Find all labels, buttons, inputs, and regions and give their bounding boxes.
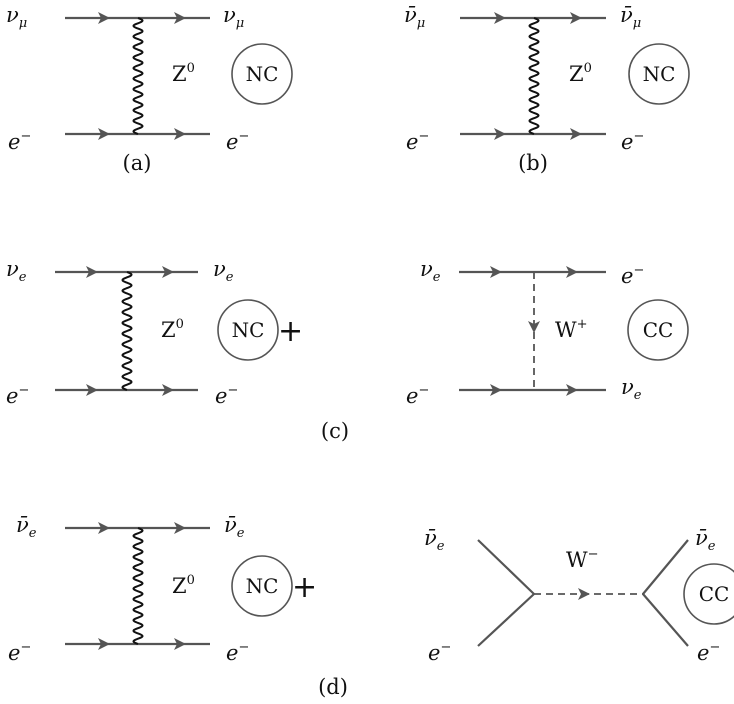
caption-b: (b) — [518, 151, 548, 175]
fermion-line — [477, 539, 535, 595]
cc-badge-label: CC — [643, 318, 674, 342]
arrow-icon — [162, 266, 174, 278]
arrow-icon — [162, 384, 174, 396]
caption-d: (d) — [318, 675, 348, 699]
label-incoming-nu-mu: νμ — [6, 3, 27, 31]
plus-sign: + — [292, 570, 317, 605]
label-outgoing-electron: e− — [621, 263, 644, 288]
arrow-icon — [174, 638, 186, 650]
nc-badge-label: NC — [246, 62, 279, 86]
label-incoming-electron: e− — [8, 129, 31, 154]
label-incoming-nubar-e: ν̄e — [16, 513, 37, 541]
arrow-icon — [494, 12, 506, 24]
label-outgoing-nubar-e: ν̄e — [224, 513, 245, 541]
cc-badge — [683, 563, 734, 625]
cc-badge — [627, 299, 689, 361]
arrow-icon — [86, 266, 98, 278]
label-incoming-nubar-mu: ν̄μ — [404, 3, 425, 31]
fermion-line — [477, 593, 535, 647]
label-outgoing-electron: e− — [226, 129, 249, 154]
arrow-icon — [566, 384, 578, 396]
label-incoming-electron: e− — [428, 640, 451, 665]
label-outgoing-electron: e− — [226, 640, 249, 665]
arrow-icon — [490, 384, 502, 396]
diagram-d-nc: ν̄e ν̄e e− e− Z0 NC + — [8, 513, 317, 665]
nc-badge — [231, 43, 293, 105]
nc-badge — [231, 555, 293, 617]
arrow-icon — [98, 638, 110, 650]
label-outgoing-nu-mu: νμ — [223, 3, 244, 31]
caption-c: (c) — [321, 419, 349, 443]
label-w-minus: W− — [566, 547, 599, 572]
arrow-right-icon — [578, 588, 590, 600]
arrow-icon — [570, 128, 582, 140]
label-incoming-electron: e− — [406, 383, 429, 408]
arrow-icon — [570, 12, 582, 24]
label-outgoing-electron: e− — [215, 383, 238, 408]
arrow-icon — [174, 522, 186, 534]
arrow-icon — [98, 12, 110, 24]
diagram-b: ν̄μ ν̄μ e− e− Z0 NC (b) — [404, 3, 690, 175]
label-incoming-nu-e: νe — [6, 257, 27, 285]
label-outgoing-nubar-e: ν̄e — [695, 526, 716, 554]
plus-sign: + — [278, 314, 303, 349]
fermion-line — [642, 593, 689, 647]
z-boson-propagator — [121, 271, 133, 391]
nc-badge-label: NC — [232, 318, 265, 342]
nc-badge-label: NC — [643, 62, 676, 86]
caption-a: (a) — [123, 151, 152, 175]
z-boson-propagator — [132, 527, 144, 645]
label-incoming-electron: e− — [406, 129, 429, 154]
label-outgoing-nu-e: νe — [213, 257, 234, 285]
arrow-icon — [490, 266, 502, 278]
label-z0: Z0 — [172, 573, 195, 598]
diagram-d-cc: ν̄e e− ν̄e e− W− CC (d) — [318, 526, 734, 699]
label-outgoing-nu-e: νe — [621, 375, 642, 403]
arrow-icon — [98, 128, 110, 140]
label-incoming-nubar-e: ν̄e — [424, 526, 445, 554]
nc-badge-label: NC — [246, 574, 279, 598]
diagram-a: νμ νμ e− e− Z0 NC (a) — [6, 3, 293, 175]
label-incoming-electron: e− — [6, 383, 29, 408]
label-z0: Z0 — [161, 317, 184, 342]
z-boson-propagator — [132, 17, 144, 135]
arrow-icon — [86, 384, 98, 396]
nc-badge — [628, 43, 690, 105]
fermion-line — [642, 539, 689, 595]
arrow-down-icon — [528, 321, 540, 333]
label-w-plus: W+ — [555, 317, 588, 342]
cc-badge-label: CC — [699, 582, 730, 606]
arrow-icon — [174, 12, 186, 24]
arrow-icon — [98, 522, 110, 534]
label-outgoing-nubar-mu: ν̄μ — [620, 3, 641, 31]
arrow-icon — [494, 128, 506, 140]
label-incoming-nu-e: νe — [420, 257, 441, 285]
arrow-icon — [174, 128, 186, 140]
label-incoming-electron: e− — [8, 640, 31, 665]
label-z0: Z0 — [172, 61, 195, 86]
nc-badge — [217, 299, 279, 361]
label-outgoing-electron: e− — [697, 640, 720, 665]
z-boson-propagator — [528, 17, 540, 135]
diagram-c-cc: νe e− e− νe W+ CC (c) — [321, 257, 689, 443]
arrow-icon — [566, 266, 578, 278]
label-z0: Z0 — [569, 61, 592, 86]
label-outgoing-electron: e− — [621, 129, 644, 154]
diagram-c-nc: νe νe e− e− Z0 NC + — [6, 257, 303, 408]
